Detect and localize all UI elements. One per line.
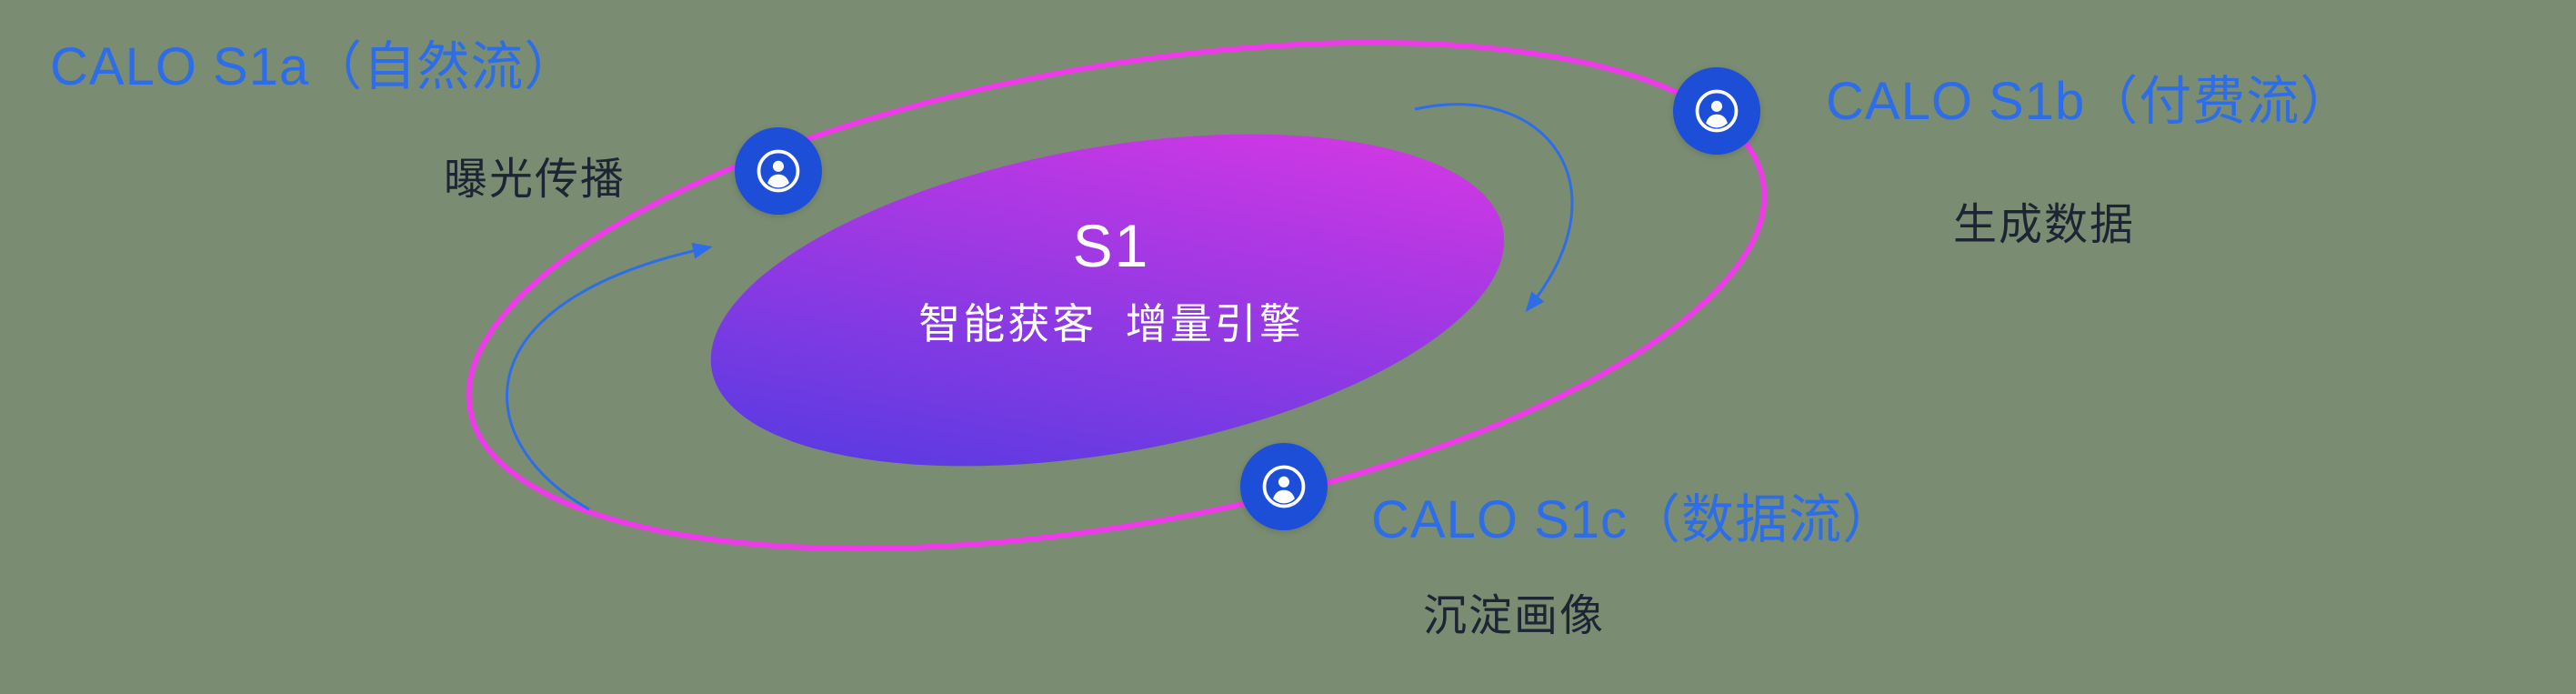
label-s1c-title: CALO S1c（数据流） [1371, 490, 1896, 549]
user-circle-icon [757, 149, 800, 193]
label-s1b-title: CALO S1b（付费流） [1826, 72, 2354, 131]
user-circle-icon [1695, 89, 1739, 133]
node-s1a [735, 127, 822, 215]
label-s1b-subtitle: 生成数据 [1953, 201, 2136, 249]
label-s1a-subtitle: 曝光传播 [444, 156, 626, 204]
node-s1c [1240, 443, 1328, 530]
core-title: S1 [1072, 212, 1150, 279]
label-s1a-title: CALO S1a（自然流） [50, 37, 578, 96]
orbit-ellipse [466, 39, 1768, 552]
user-circle-icon [1262, 465, 1306, 508]
arrow-right [1414, 103, 1574, 313]
arrow-left [506, 242, 713, 511]
core-subtitle: 智能获客 增量引擎 [918, 300, 1304, 347]
label-s1c-subtitle: 沉淀画像 [1423, 592, 1606, 640]
core-ellipse [710, 134, 1505, 467]
node-s1b [1673, 67, 1760, 155]
